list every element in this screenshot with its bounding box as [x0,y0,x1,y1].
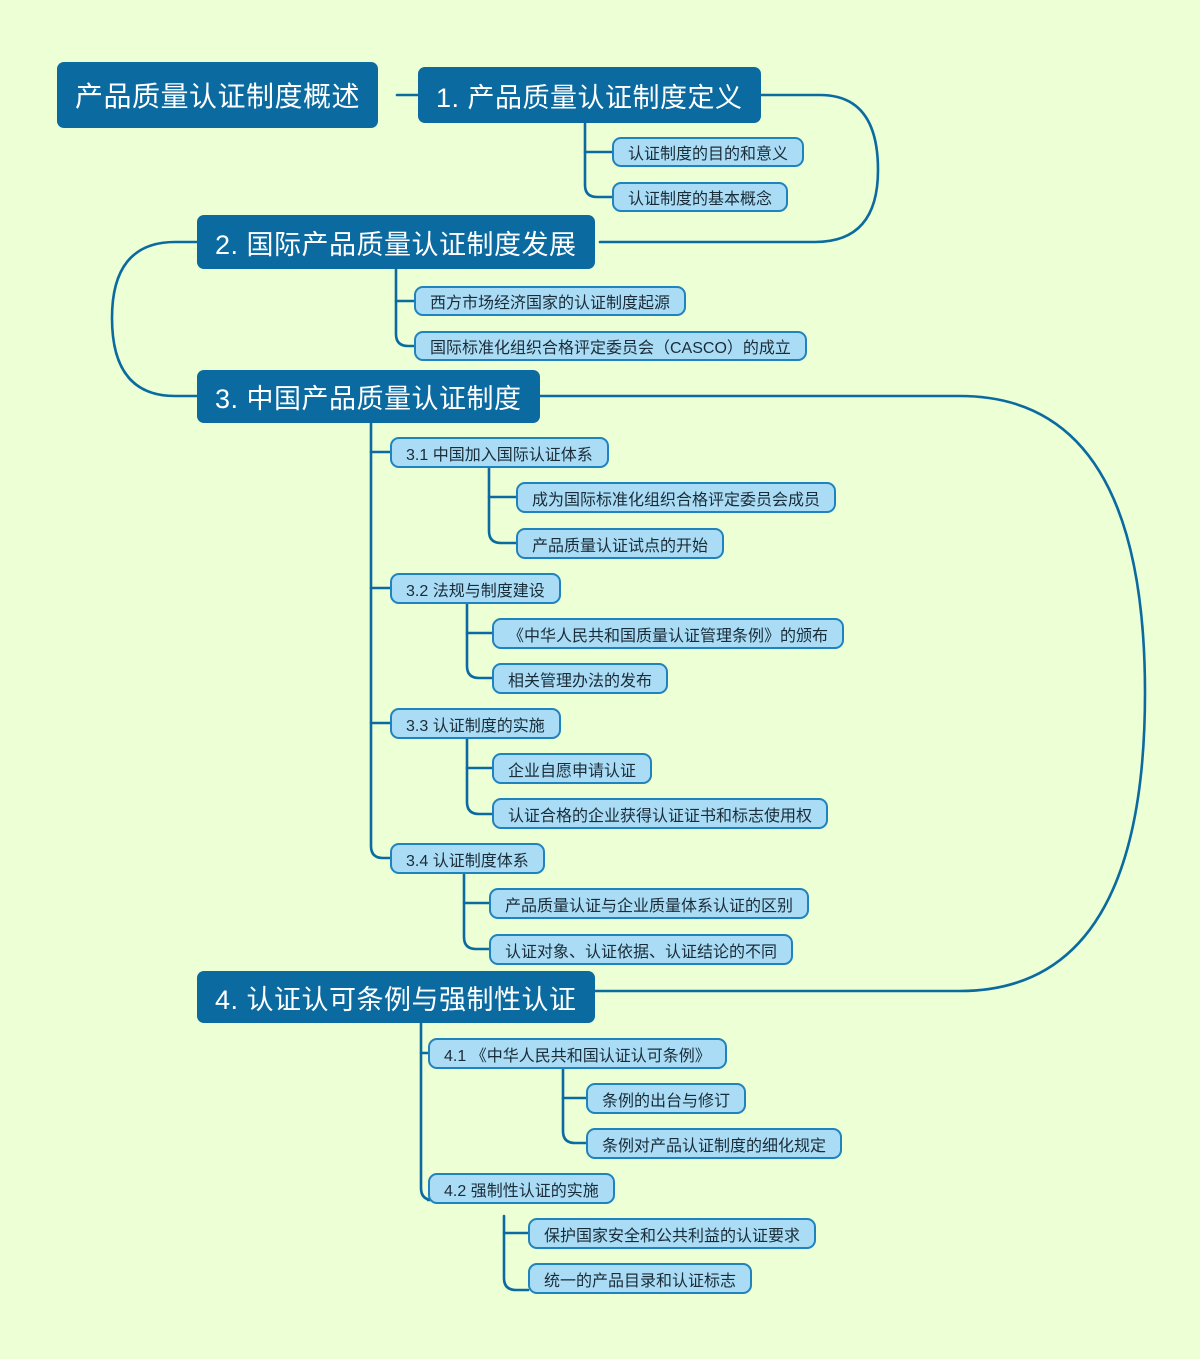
leaf-node-4-1-2[interactable]: 条例对产品认证制度的细化规定 [586,1128,843,1159]
leaf-node-3-3-2-label: 认证合格的企业获得认证证书和标志使用权 [508,807,813,825]
sub-node-4-2-label: 4.2 强制性认证的实施 [444,1182,599,1200]
leaf-node-2-1[interactable]: 西方市场经济国家的认证制度起源 [414,286,687,316]
sub-node-4-1[interactable]: 4.1 《中华人民共和国认证认可条例》 [428,1038,727,1069]
leaf-node-3-4-1[interactable]: 产品质量认证与企业质量体系认证的区别 [489,888,810,919]
leaf-node-3-4-2-label: 认证对象、认证依据、认证结论的不同 [505,943,778,961]
leaf-node-4-2-1-label: 保护国家安全和公共利益的认证要求 [544,1227,801,1245]
root-node-label: 产品质量认证制度概述 [75,81,361,112]
sub-node-3-4[interactable]: 3.4 认证制度体系 [390,843,545,874]
connector-b2-children [394,266,416,348]
leaf-node-4-2-2[interactable]: 统一的产品目录和认证标志 [528,1263,753,1294]
connector-b2-to-b3 [110,240,199,398]
branch-node-3-label: 3. 中国产品质量认证制度 [215,384,522,414]
leaf-node-4-2-2-label: 统一的产品目录和认证标志 [544,1272,737,1290]
leaf-node-1-2-label: 认证制度的基本概念 [628,191,773,208]
connector-b1-children [583,120,614,199]
leaf-node-3-3-1-label: 企业自愿申请认证 [508,762,637,780]
connector-32-children [465,602,494,680]
branch-node-4[interactable]: 4. 认证认可条例与强制性认证 [197,971,595,1023]
branch-node-2[interactable]: 2. 国际产品质量认证制度发展 [197,215,595,269]
branch-node-4-label: 4. 认证认可条例与强制性认证 [215,984,577,1015]
leaf-node-3-2-1[interactable]: 《中华人民共和国质量认证管理条例》的颁布 [492,618,845,649]
leaf-node-2-2-label: 国际标准化组织合格评定委员会（CASCO）的成立 [430,340,791,357]
sub-node-4-1-label: 4.1 《中华人民共和国认证认可条例》 [444,1047,711,1065]
leaf-node-1-1[interactable]: 认证制度的目的和意义 [612,137,805,167]
connector-41-children [561,1067,588,1145]
leaf-node-1-2[interactable]: 认证制度的基本概念 [612,182,789,212]
leaf-node-4-1-1[interactable]: 条例的出台与修订 [586,1083,747,1114]
branch-node-3[interactable]: 3. 中国产品质量认证制度 [197,370,540,423]
leaf-node-2-1-label: 西方市场经济国家的认证制度起源 [430,295,671,312]
sub-node-3-1-label: 3.1 中国加入国际认证体系 [406,446,593,464]
sub-node-3-2[interactable]: 3.2 法规与制度建设 [390,573,561,604]
leaf-node-3-3-1[interactable]: 企业自愿申请认证 [492,753,653,784]
branch-node-1[interactable]: 1. 产品质量认证制度定义 [418,67,761,123]
connector-b3-spine [369,420,392,860]
leaf-node-4-1-1-label: 条例的出台与修订 [602,1092,731,1110]
sub-node-3-3[interactable]: 3.3 认证制度的实施 [390,708,561,739]
connector-34-children [462,872,491,951]
leaf-node-3-3-2[interactable]: 认证合格的企业获得认证证书和标志使用权 [492,798,829,829]
leaf-node-4-1-2-label: 条例对产品认证制度的细化规定 [602,1137,827,1155]
branch-node-1-label: 1. 产品质量认证制度定义 [436,82,743,113]
leaf-node-3-1-1-label: 成为国际标准化组织合格评定委员会成员 [532,491,821,509]
sub-node-3-1[interactable]: 3.1 中国加入国际认证体系 [390,437,609,468]
root-node[interactable]: 产品质量认证制度概述 [57,62,379,128]
leaf-node-1-1-label: 认证制度的目的和意义 [628,146,789,163]
leaf-node-3-1-2-label: 产品质量认证试点的开始 [532,537,709,555]
connector-42-children [502,1214,530,1292]
connector-31-children [487,466,518,545]
leaf-node-3-1-2[interactable]: 产品质量认证试点的开始 [516,528,725,559]
leaf-node-3-2-2[interactable]: 相关管理办法的发布 [492,663,669,694]
leaf-node-3-1-1[interactable]: 成为国际标准化组织合格评定委员会成员 [516,482,837,513]
sub-node-3-4-label: 3.4 认证制度体系 [406,852,529,870]
leaf-node-3-2-2-label: 相关管理办法的发布 [508,672,653,690]
leaf-node-3-2-1-label: 《中华人民共和国质量认证管理条例》的颁布 [508,627,829,645]
leaf-node-3-4-1-label: 产品质量认证与企业质量体系认证的区别 [505,897,794,915]
leaf-node-2-2[interactable]: 国际标准化组织合格评定委员会（CASCO）的成立 [414,331,807,361]
branch-node-2-label: 2. 国际产品质量认证制度发展 [215,229,577,260]
sub-node-4-2[interactable]: 4.2 强制性认证的实施 [428,1173,615,1204]
leaf-node-4-2-1[interactable]: 保护国家安全和公共利益的认证要求 [528,1218,817,1249]
connector-33-children [465,737,494,816]
sub-node-3-3-label: 3.3 认证制度的实施 [406,717,545,735]
sub-node-3-2-label: 3.2 法规与制度建设 [406,582,545,600]
leaf-node-3-4-2[interactable]: 认证对象、认证依据、认证结论的不同 [489,934,794,965]
